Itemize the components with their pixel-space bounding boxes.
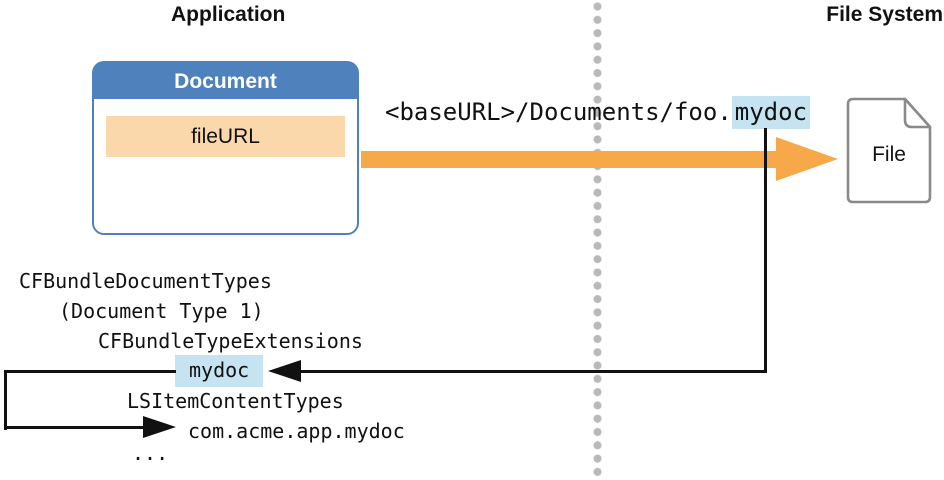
file-document-icon (846, 97, 932, 204)
content-type-loop-vertical-line (4, 370, 7, 430)
plist-line-document-type-1: (Document Type 1) (59, 299, 264, 323)
fileurl-to-file-arrow (361, 151, 777, 168)
application-title: Application (171, 3, 286, 26)
plist-line-cfbundletypeextensions: CFBundleTypeExtensions (98, 329, 363, 353)
plist-line-lsitemcontenttypes: LSItemContentTypes (127, 389, 344, 413)
file-url-extension-highlight: mydoc (731, 96, 811, 129)
content-type-loop-bottom-line (4, 426, 144, 429)
fileurl-property: fileURL (106, 116, 345, 157)
document-box-header: Document (94, 63, 357, 101)
plist-line-ellipsis: ... (132, 441, 169, 465)
plist-line-cfbundledocumenttypes: CFBundleDocumentTypes (19, 269, 272, 293)
plist-line-content-type-value: com.acme.app.mydoc (188, 419, 405, 443)
extension-value-highlight: mydoc (175, 355, 264, 387)
file-label: File (872, 143, 906, 166)
extension-map-arrowhead-icon (268, 360, 301, 382)
document-box: Document fileURL (92, 61, 359, 235)
file-system-title: File System (826, 3, 943, 26)
content-type-loop-top-line (4, 370, 176, 373)
file-url-prefix: <baseURL>/Documents/foo. (385, 98, 732, 126)
extension-map-line (299, 370, 765, 373)
file-url-path: <baseURL>/Documents/foo.mydoc (385, 96, 811, 129)
content-type-arrowhead-icon (143, 416, 176, 438)
plist-line-extension-value: mydoc (175, 355, 264, 387)
dotted-divider (593, 0, 602, 480)
fileurl-to-file-arrowhead-icon (776, 137, 838, 181)
extension-drop-line (764, 128, 767, 373)
